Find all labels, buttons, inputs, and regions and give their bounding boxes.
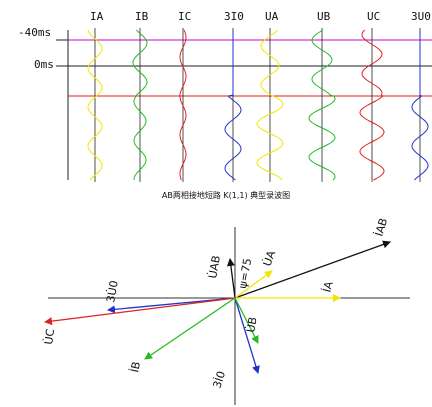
channel-label-3u0: 3U0 — [411, 10, 431, 23]
time-label-zero: 0ms — [34, 58, 54, 71]
phasor-vector-0 — [234, 240, 391, 299]
phasor-label-1: U̇A — [261, 248, 279, 268]
phasor-label-7: 3İ0 — [210, 370, 228, 390]
phasor-label-0: İAB — [372, 217, 390, 238]
phasor-label-6: İB — [128, 360, 143, 373]
waveform-3u0 — [411, 30, 429, 181]
phasor-vector-6 — [144, 297, 236, 360]
channel-label-ib: IB — [135, 10, 149, 23]
angle-label: ψ=75 — [236, 257, 254, 289]
phasor-label-4: 3U̇0 — [104, 280, 121, 304]
phasor-label-5: U̇C — [42, 328, 57, 346]
phasor-vector-5 — [44, 297, 236, 326]
channel-label-ua: UA — [265, 10, 279, 23]
phasor-vector-3 — [226, 258, 236, 299]
phasor-diagram: ψ=75 İAB U̇A İA U̇AB 3U̇0U̇C İB 3İ0 U̇B — [42, 217, 410, 405]
channel-label-ia: IA — [90, 10, 104, 23]
waveform-ua — [256, 29, 284, 181]
figure-caption: AB两相接地短路 K(1,1) 典型录波图 — [162, 190, 290, 200]
waveform-3i0 — [224, 30, 242, 181]
time-label-pre: -40ms — [18, 26, 51, 39]
phasor-label-3: U̇AB — [206, 254, 223, 279]
waveform-ic — [179, 29, 187, 181]
phasor-vector-1 — [234, 270, 273, 299]
phasor-vector-4 — [107, 297, 236, 314]
channel-label-3i0: 3I0 — [224, 10, 244, 23]
waveform-ia — [87, 29, 103, 181]
channel-label-ic: IC — [178, 10, 191, 23]
phasor-vector-7 — [234, 297, 260, 374]
phasor-vector-8 — [234, 297, 259, 344]
phasor-label-8: U̇B — [244, 316, 260, 334]
waveform-ub — [308, 29, 336, 181]
channel-label-uc: UC — [367, 10, 380, 23]
waveform-uc — [359, 29, 385, 181]
waveform-ib — [132, 29, 148, 180]
channel-label-ub: UB — [317, 10, 331, 23]
phasor-label-2: İA — [320, 280, 335, 294]
caption-bar: AB两相接地短路 K(1,1) 典型录波图 — [162, 190, 290, 200]
waveform-panel: -40ms 0ms IA IB IC 3I0 UA UB UC 3U0 — [18, 10, 432, 182]
